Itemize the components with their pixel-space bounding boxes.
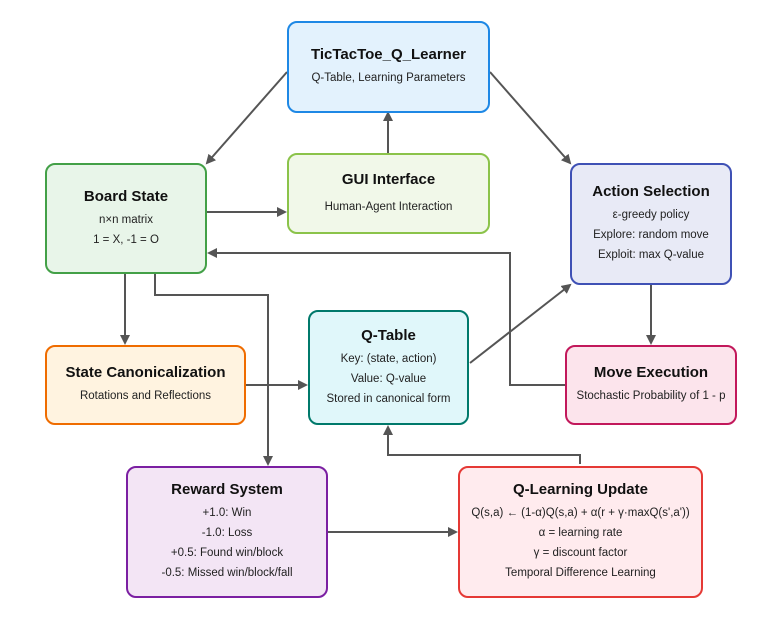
node-title: Board State [83,187,169,205]
node-gui-interface: GUI Interface Human-Agent Interaction [287,153,490,234]
node-detail: ε-greedy policy [612,209,690,221]
node-board-state: Board State n×n matrix 1 = X, -1 = O [45,163,207,274]
node-detail: +0.5: Found win/block [170,547,284,559]
node-detail: Exploit: max Q-value [597,249,705,261]
edge-learner-to-action [489,71,572,165]
node-title: Action Selection [592,183,710,200]
node-tictactoe-q-learner: TicTacToe_Q_Learner Q-Table, Learning Pa… [287,21,490,113]
node-title: Move Execution [593,364,709,381]
node-reward-system: Reward System +1.0: Win -1.0: Loss +0.5:… [126,466,328,598]
node-detail: α = learning rate [538,527,623,539]
edge-board-to-reward [154,274,273,466]
node-detail: -0.5: Missed win/block/fall [161,567,293,579]
node-title: State Canonicalization [65,364,226,381]
edge-move-to-board [207,248,565,386]
node-detail: Value: Q-value [350,372,427,385]
node-q-learning-update: Q-Learning Update Q(s,a) ← (1-α)Q(s,a) +… [458,466,703,598]
node-detail: Stochastic Probability of 1 - p [576,390,726,402]
node-state-canonicalization: State Canonicalization Rotations and Ref… [45,345,246,425]
node-detail: Temporal Difference Learning [505,567,656,579]
node-detail: γ = discount factor [533,547,628,559]
node-detail: Stored in canonical form [326,392,451,405]
node-title: Q-Learning Update [512,481,648,498]
node-title: Q-Table [361,326,416,344]
node-detail: Human-Agent Interaction [324,200,453,213]
node-detail: Q-Table, Learning Parameters [311,72,466,84]
node-detail: 1 = X, -1 = O [93,233,159,246]
node-detail: Rotations and Reflections [79,390,212,402]
node-detail: -1.0: Loss [201,527,253,539]
node-title: TicTacToe_Q_Learner [310,46,467,63]
node-title: GUI Interface [341,170,436,188]
edge-qtable-to-action [469,283,572,364]
node-detail: Q(s,a) ← (1-α)Q(s,a) + α(r + γ·maxQ(s',a… [471,507,690,519]
node-detail: Explore: random move [593,229,709,241]
node-title: Reward System [171,481,283,498]
node-detail: +1.0: Win [202,507,252,519]
node-q-table: Q-Table Key: (state, action) Value: Q-va… [308,310,469,425]
node-detail: n×n matrix [98,213,153,226]
edge-update-to-qtable [383,425,581,464]
node-move-execution: Move Execution Stochastic Probability of… [565,345,737,425]
edge-learner-to-board [205,71,288,165]
node-action-selection: Action Selection ε-greedy policy Explore… [570,163,732,285]
node-detail: Key: (state, action) [340,352,437,365]
